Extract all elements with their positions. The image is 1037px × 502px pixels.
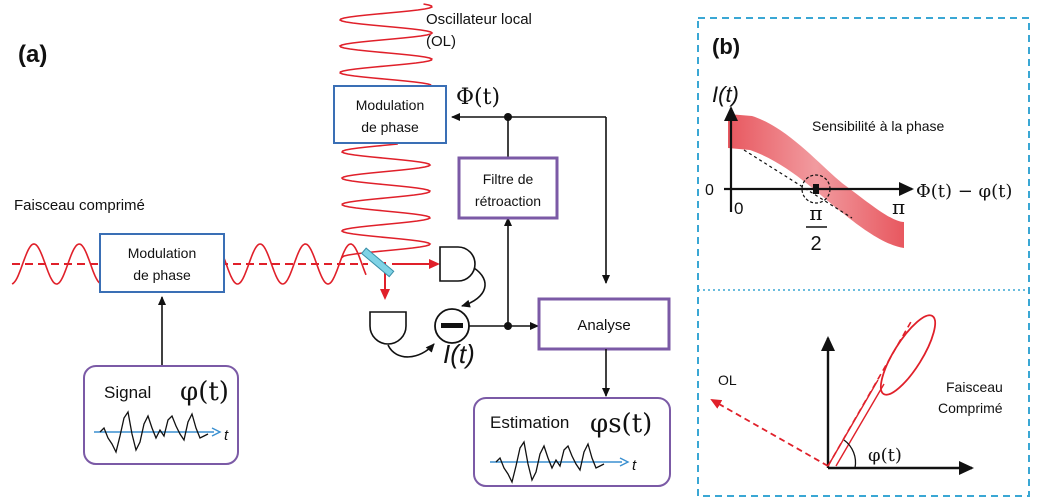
signal-trace — [99, 410, 209, 454]
beam-splitter — [360, 247, 395, 278]
feedback-line2: rétroaction — [475, 193, 541, 209]
squeezed-label-line1: Faisceau — [946, 379, 1003, 395]
signal-modulator-line1: Modulation — [128, 245, 197, 261]
lo-phasor — [710, 399, 829, 467]
photodetector-1 — [439, 246, 476, 282]
minus-sign — [441, 323, 463, 328]
signal-modulator-line2: de phase — [133, 267, 191, 283]
lo-label-line2: (OL) — [426, 33, 456, 50]
y-zero-label: 0 — [705, 182, 714, 199]
x-zero-label: 0 — [734, 199, 743, 218]
signal-symbol: φ(t) — [180, 377, 229, 407]
squeezed-beam-wave — [11, 243, 367, 285]
detector-2-output — [387, 343, 435, 358]
analysis-label: Analyse — [577, 317, 630, 334]
signal-axis-label: t — [224, 427, 229, 444]
estimation-axis-arrowhead — [619, 457, 630, 467]
analysis-box — [537, 297, 671, 351]
squeezed-stem-2 — [835, 383, 885, 467]
signal-phase-modulator — [99, 233, 225, 293]
lo-modulator-line1: Modulation — [356, 97, 425, 113]
intensity-axis-label: I(t) — [712, 82, 739, 107]
estimation-symbol: φs(t) — [590, 409, 652, 439]
feedback-filter-box — [457, 156, 559, 220]
sensitivity-band — [728, 114, 904, 248]
estimation-box — [473, 397, 671, 487]
lo-label-line1: Oscillateur local — [426, 11, 532, 28]
ol-label: OL — [718, 372, 737, 388]
panel-b: (b) I(t) 0 0 π 2 π Φ(t) − φ(t) Sensibili… — [697, 17, 1030, 497]
pi-half-numerator: π — [809, 201, 822, 225]
estimation-axis-label: t — [632, 457, 637, 474]
angle-label: φ(t) — [868, 445, 902, 466]
phase-angle-arc — [843, 439, 857, 469]
pi-label: π — [892, 195, 905, 219]
detector-1-output — [461, 267, 486, 308]
phase-axis-label: Φ(t) − φ(t) — [916, 181, 1012, 202]
signal-axis-arrowhead — [211, 427, 222, 437]
lo-phase-modulator — [333, 85, 447, 144]
signal-label: Signal — [104, 383, 151, 402]
sensitivity-label: Sensibilité à la phase — [812, 118, 945, 134]
photocurrent-label: I(t) — [443, 339, 475, 369]
big-phi-label: Φ(t) — [456, 85, 500, 110]
pi-half-denominator: 2 — [810, 233, 821, 255]
squeezed-noise-ellipse — [879, 314, 937, 396]
panel-b-label: (b) — [712, 34, 740, 59]
squeezed-beam-label: Faisceau comprimé — [14, 197, 145, 214]
panel-a-label: (a) — [18, 41, 47, 68]
signal-box — [83, 365, 239, 465]
lo-modulator-line2: de phase — [361, 119, 419, 135]
photodetector-2 — [369, 311, 407, 345]
squeezed-label-line2: Comprimé — [938, 400, 1003, 416]
panel-a: (a) Oscillateur local (OL) Faisceau comp… — [11, 3, 671, 487]
estimation-trace — [495, 440, 605, 484]
panel-b-frame — [697, 17, 1030, 497]
feedback-line1: Filtre de — [483, 171, 534, 187]
squeezed-stem-1 — [827, 379, 879, 467]
estimation-label: Estimation — [490, 413, 569, 432]
local-oscillator-wave — [338, 3, 434, 259]
